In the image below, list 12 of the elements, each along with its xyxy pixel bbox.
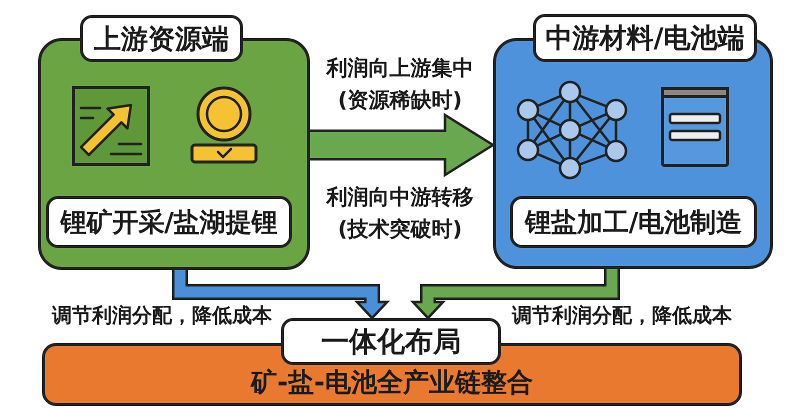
block-arrow	[310, 112, 496, 178]
annotation-text: 利润向中游转移 (技术突破时)	[325, 184, 474, 243]
annotation-text: 利润向上游集中 (资源稀缺时)	[325, 55, 474, 114]
arrow	[410, 269, 620, 320]
annotation-text: 调节利润分配，降低成本	[512, 302, 732, 328]
process-box: 锂盐加工/电池制造	[510, 196, 757, 248]
annotation-text: 调节利润分配，降低成本	[52, 302, 272, 328]
process-box: 锂矿开采/盐湖提锂	[46, 196, 292, 248]
arrow	[172, 270, 390, 320]
title-box: 一体化布局	[281, 318, 501, 365]
section-heading: 中游材料/电池端	[533, 14, 757, 62]
section-heading: 上游资源端	[80, 15, 243, 62]
